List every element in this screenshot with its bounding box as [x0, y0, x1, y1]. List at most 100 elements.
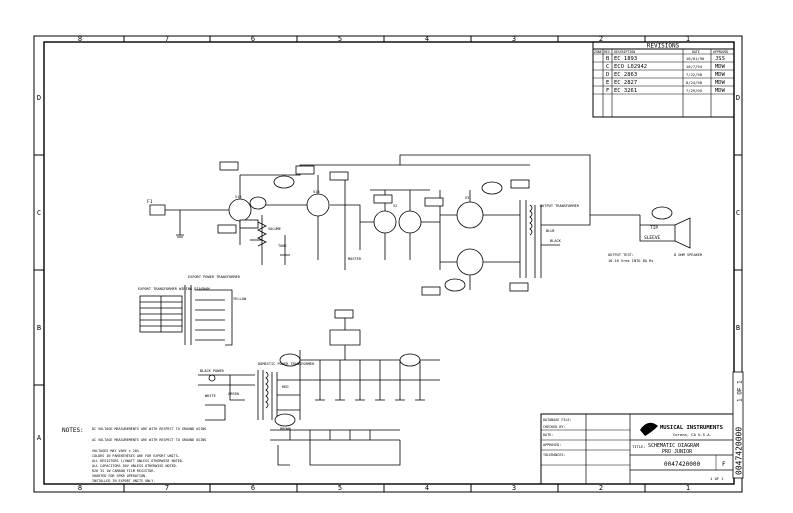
voltage-box-group — [217, 161, 530, 319]
label-date: DATE: — [543, 433, 553, 437]
note-3: VOLTAGES MAY VARY ± 20%. — [92, 449, 141, 453]
label-database-file: DATABASE FILE: — [543, 418, 572, 422]
rev-row-1-appr: JSS — [715, 56, 725, 62]
label-export-wiring: EXPORT TRANSFORMER WIRING DIAGRAM — [138, 287, 210, 291]
note-7: R26 IS 1W CARBON FILM RESISTOR. — [92, 469, 155, 473]
rev-row-3-date: 7/22/98 — [686, 72, 703, 77]
notes-label: NOTES: — [62, 427, 84, 434]
row-label-left-a: A — [37, 434, 42, 442]
col-label-top-7: 7 — [165, 35, 169, 43]
label-master: MASTER — [348, 257, 362, 261]
label-approved: APPROVED: — [543, 443, 561, 447]
label-checked-by: CHECKED BY: — [543, 425, 565, 429]
title-line-2: PRO JUNIOR — [662, 449, 693, 455]
note-1: DC VOLTAGE MEASUREMENTS ARE WITH RESPECT… — [92, 427, 206, 431]
label-output-transformer: OUTPUT TRANSFORMER — [540, 204, 580, 208]
rev-row-1-desc: EC 1893 — [614, 56, 637, 62]
rev-row-2-desc: ECO L02942 — [614, 64, 647, 70]
row-label-left-d: D — [37, 94, 41, 102]
rev-row-5-date: 7/29/05 — [686, 88, 702, 93]
side-doc-number: 0047420000 1 OF 1 — [732, 371, 744, 479]
label-fuse: F1 — [147, 199, 153, 205]
col-label-top-3: 3 — [512, 35, 516, 43]
rev-row-5-rev: F — [606, 88, 609, 94]
label-brown: BROWN — [280, 427, 291, 431]
doc-sheet: 1 OF 1 — [710, 476, 724, 481]
rev-row-2-date: 10/7/94 — [686, 64, 703, 69]
rev-row-5-desc: EC 3261 — [614, 88, 637, 94]
label-white: WHITE — [205, 394, 216, 398]
label-speaker: 8 OHM SPEAKER — [674, 253, 703, 257]
label-blue: BLUE — [546, 229, 555, 233]
col-label-bottom-7: 7 — [165, 484, 169, 492]
col-label-top-4: 4 — [425, 35, 429, 43]
col-label-bottom-5: 5 — [338, 484, 342, 492]
note-2: AC VOLTAGE MEASUREMENTS ARE WITH RESPECT… — [92, 438, 206, 442]
col-label-top-2: 2 — [599, 35, 603, 43]
company-logo-icon — [640, 422, 658, 436]
label-power-transformer: DOMESTIC POWER TRANSFORMER — [258, 362, 315, 366]
col-label-bottom-8: 8 — [78, 484, 82, 492]
note-6: ALL CAPACITORS 50V UNLESS OTHERWISE NOTE… — [92, 464, 178, 468]
row-label-left-c: C — [37, 209, 41, 217]
col-label-bottom-1: 1 — [686, 484, 690, 492]
side-sheet: 1 OF 1 — [737, 380, 744, 402]
rev-header-desc: DESCRIPTION — [614, 50, 635, 54]
revisions-block: REVISIONS ZONE REV DESCRIPTION DATE APPR… — [592, 41, 735, 118]
rev-row-2-rev: C — [606, 64, 609, 70]
title-label: TITLE: — [632, 444, 646, 449]
doc-number: 0047420000 — [664, 461, 701, 468]
col-label-bottom-3: 3 — [512, 484, 516, 492]
company-location: Corona, CA U.S.A. — [673, 432, 712, 437]
row-label-right-d: D — [736, 94, 740, 102]
col-label-top-5: 5 — [338, 35, 342, 43]
rev-row-4-date: 8/24/98 — [686, 80, 703, 85]
note-4: COLORS IN PARENTHESES ARE FOR EXPORT UNI… — [92, 454, 180, 458]
col-label-top-1: 1 — [686, 35, 690, 43]
company-name: MUSICAL INSTRUMENTS — [660, 425, 723, 431]
label-tolerances: TOLERANCES: — [543, 453, 565, 457]
rev-header-date: DATE — [692, 50, 700, 54]
rev-row-4-appr: MDW — [715, 80, 726, 86]
revisions-title: REVISIONS — [647, 43, 680, 50]
label-tip: TIP — [650, 225, 658, 231]
label-v3: V3 — [465, 196, 469, 200]
label-black-power: BLACK POWER — [200, 369, 225, 373]
label-v1a: V1A — [235, 195, 242, 199]
col-label-bottom-6: 6 — [251, 484, 255, 492]
title-block: MUSICAL INSTRUMENTS Corona, CA U.S.A. TI… — [540, 413, 735, 485]
rev-header-zone: ZONE — [594, 50, 602, 54]
note-9: INSTALLED IN EXPORT UNITS ONLY. — [92, 479, 155, 483]
notes-block: NOTES: DC VOLTAGE MEASUREMENTS ARE WITH … — [62, 427, 206, 483]
label-export-power: EXPORT POWER TRANSFORMER — [188, 275, 241, 279]
rev-row-4-desc: EC 2827 — [614, 80, 637, 86]
inner-frame — [43, 41, 735, 485]
label-volume: VOLUME — [268, 227, 281, 231]
voltage-oval-group — [249, 175, 673, 427]
label-sleeve: SLEEVE — [644, 235, 661, 241]
note-8: SHORTED FOR SPKR OPERATION. — [92, 474, 147, 478]
label-yellow: YELLOW — [233, 297, 247, 301]
rev-row-3-rev: D — [606, 72, 609, 78]
rev-row-2-appr: MDW — [715, 64, 726, 70]
label-red: RED — [282, 385, 289, 389]
side-number: 0047420000 — [735, 427, 744, 475]
rev-row-3-desc: EC 2863 — [614, 72, 637, 78]
label-v1b: V1B — [313, 190, 320, 194]
rev-header-rev: REV — [604, 50, 610, 54]
rev-row-4-rev: E — [606, 80, 609, 86]
rev-row-1-rev: B — [606, 56, 610, 62]
row-label-right-b: B — [736, 324, 740, 332]
title-line-1: SCHEMATIC DIAGRAM — [648, 443, 699, 449]
outer-frame — [33, 35, 743, 493]
rev-row-3-appr: MDW — [715, 72, 726, 78]
col-label-top-6: 6 — [251, 35, 255, 43]
label-black: BLACK — [550, 239, 562, 243]
label-tone: TONE — [278, 244, 287, 248]
col-label-bottom-4: 4 — [425, 484, 429, 492]
row-label-left-b: B — [37, 324, 41, 332]
label-output-spec: 16.16 Vrms INTO 8Ω Rs — [608, 259, 653, 263]
rev-row-1-date: 10/01/96 — [686, 56, 705, 61]
schematic-circuit — [139, 154, 691, 466]
